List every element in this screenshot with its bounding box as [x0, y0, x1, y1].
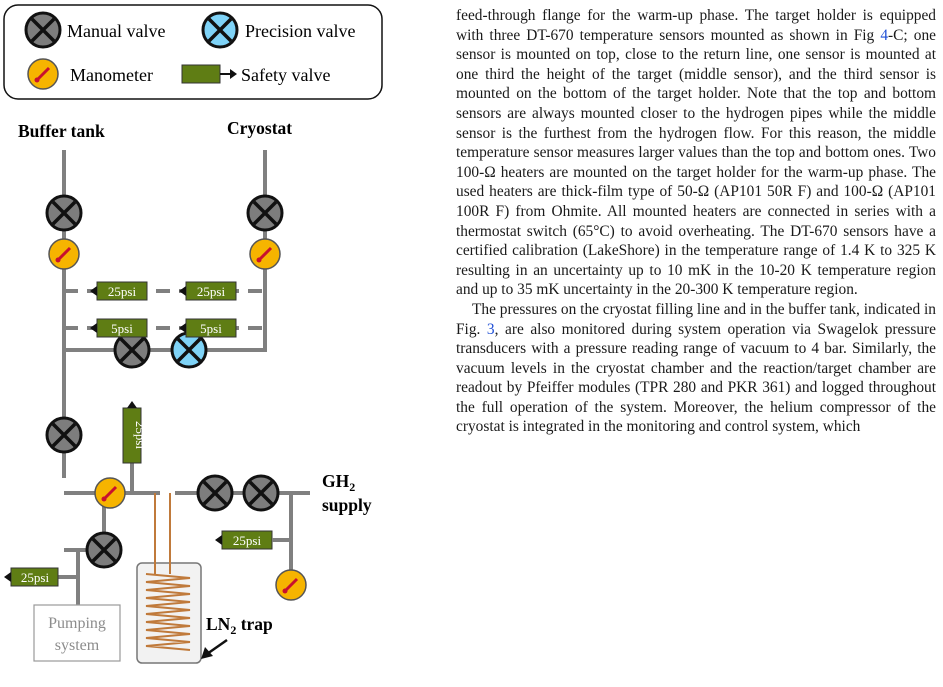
- pumping-system-label-1: Pumping: [48, 615, 106, 632]
- figure-ref-3[interactable]: 3: [486, 320, 495, 338]
- safety-valve-25psi-right: 25psi: [179, 281, 237, 301]
- manometer-supply: [274, 568, 308, 602]
- manual-valve-pumping: [85, 531, 123, 569]
- supply-label: supply: [322, 495, 372, 515]
- gas-system-diagram: Manual valve Precision valve Manometer S…: [3, 4, 383, 664]
- ln2-trap-coil: [145, 493, 191, 651]
- manometer-main: [93, 476, 127, 510]
- safety-valve-25psi-left: 25psi: [90, 281, 148, 301]
- safety-valve-icon: [181, 64, 221, 84]
- svg-text:25psi: 25psi: [197, 284, 226, 299]
- svg-text:5psi: 5psi: [200, 321, 222, 336]
- manual-valve-icon: [24, 11, 62, 49]
- svg-text:25psi: 25psi: [108, 284, 137, 299]
- manual-valve-supply-2: [242, 474, 280, 512]
- manual-valve-lower: [45, 416, 83, 454]
- manometer-buffer: [47, 237, 81, 271]
- safety-valve-25psi-vertical: 25psi: [122, 401, 148, 464]
- paragraph-1: feed-through flange for the warm-up phas…: [456, 7, 936, 299]
- pumping-system-label-2: system: [55, 637, 100, 654]
- text-column: feed-through flange for the warm-up phas…: [456, 6, 936, 437]
- safety-valve-25psi-pumping: 25psi: [4, 567, 59, 587]
- svg-text:25psi: 25psi: [133, 421, 148, 450]
- manometer-icon: [26, 57, 60, 91]
- precision-valve-icon: [201, 11, 239, 49]
- safety-valve-25psi-supply: 25psi: [215, 530, 273, 550]
- safety-valve-5psi-right: 5psi: [179, 318, 237, 338]
- legend-safety-valve: Safety valve: [241, 65, 330, 85]
- precision-valve-crossover: [170, 331, 208, 369]
- ln2-trap-label: LN2 trap: [206, 614, 273, 637]
- manual-valve-crossover: [113, 331, 151, 369]
- manual-valve-supply-1: [196, 474, 234, 512]
- safety-valve-5psi-left: 5psi: [90, 318, 148, 338]
- figure-ref-4[interactable]: 4: [880, 26, 889, 44]
- svg-text:25psi: 25psi: [233, 533, 262, 548]
- manual-valve-buffer: [45, 194, 83, 232]
- buffer-tank-label: Buffer tank: [18, 121, 105, 141]
- paragraph-2: The pressures on the cryostat filling li…: [456, 300, 936, 436]
- ln2-trap-arrow: [206, 638, 228, 656]
- pumping-system-box: [33, 604, 121, 662]
- svg-text:25psi: 25psi: [21, 570, 50, 585]
- legend-manual-valve: Manual valve: [67, 21, 165, 41]
- legend-precision-valve: Precision valve: [245, 21, 355, 41]
- svg-text:5psi: 5psi: [111, 321, 133, 336]
- legend-box: [3, 4, 383, 100]
- manual-valve-cryostat: [246, 194, 284, 232]
- legend-manometer: Manometer: [70, 65, 153, 85]
- gh2-label: GH2: [322, 471, 355, 494]
- manometer-cryostat: [248, 237, 282, 271]
- cryostat-label: Cryostat: [227, 118, 292, 138]
